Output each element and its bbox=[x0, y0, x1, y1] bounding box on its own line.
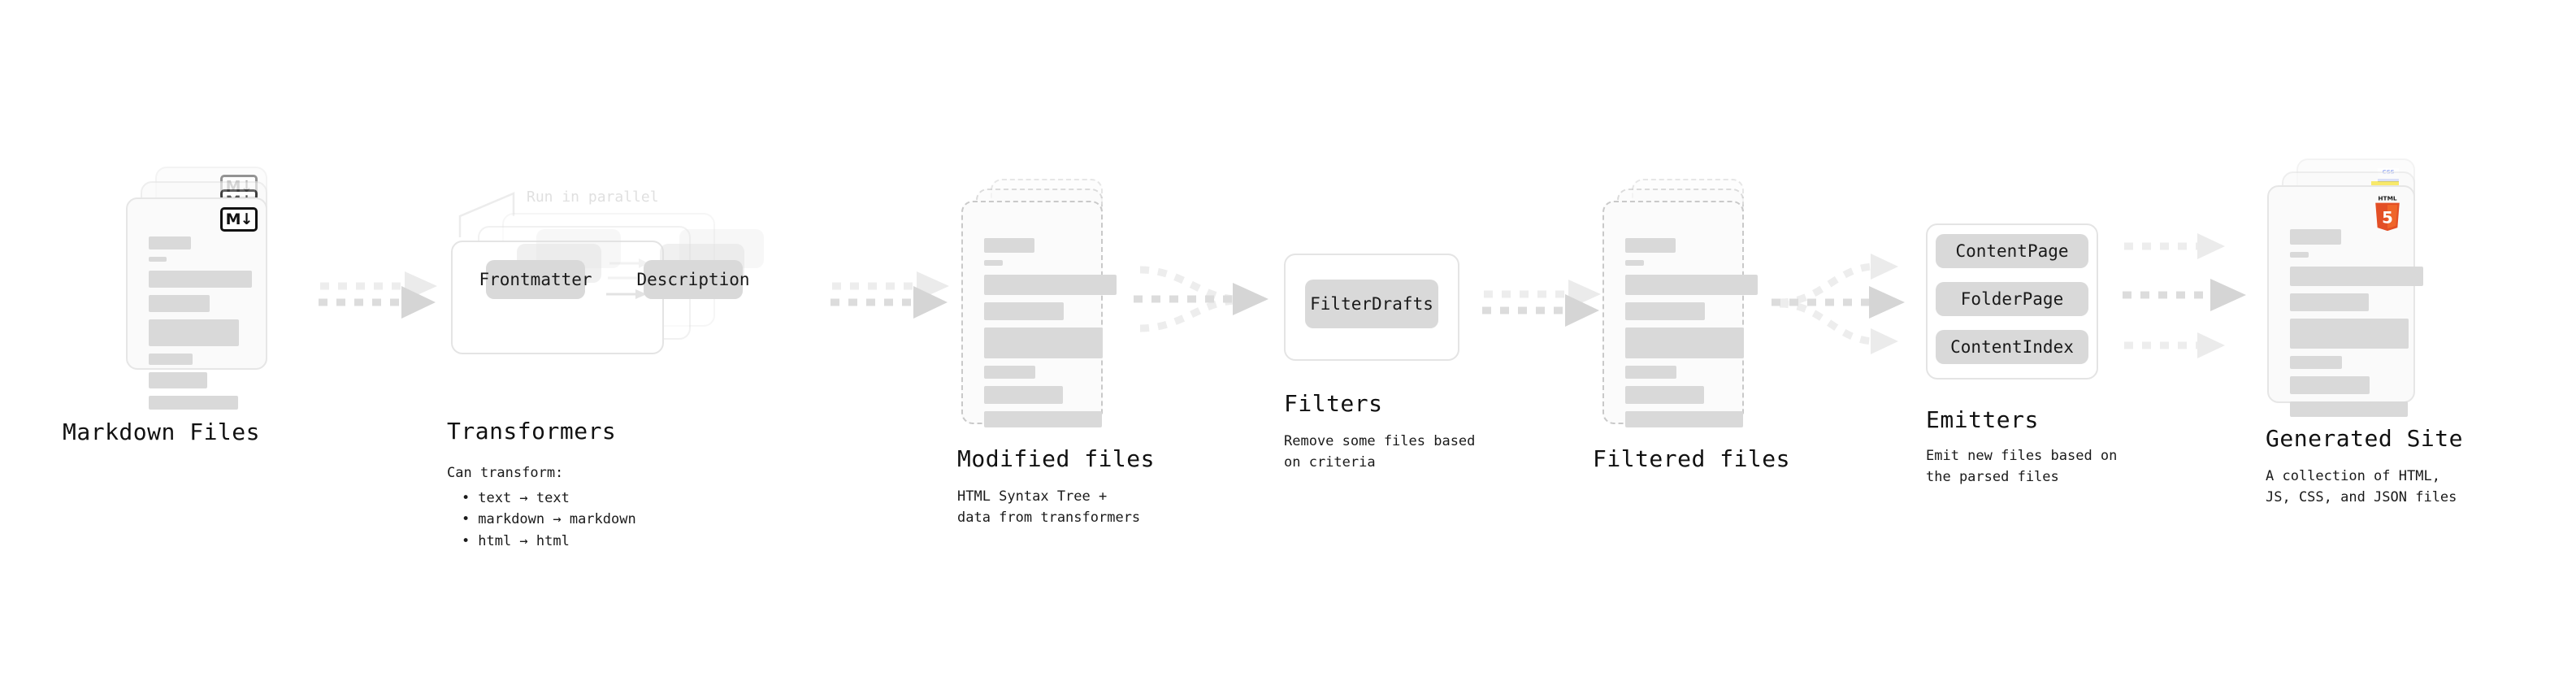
connector-filters-to-filtered bbox=[1482, 280, 1601, 327]
placeholder-line bbox=[149, 319, 239, 346]
placeholder-line bbox=[2290, 229, 2341, 245]
placeholder-line bbox=[2290, 319, 2409, 349]
placeholder-line bbox=[149, 396, 238, 410]
placeholder-line bbox=[149, 372, 207, 388]
list-item: html → html bbox=[462, 531, 636, 552]
placeholder-line bbox=[2290, 376, 2370, 394]
placeholder-line bbox=[984, 386, 1063, 404]
placeholder-line bbox=[1625, 275, 1758, 295]
svg-text:HTML: HTML bbox=[2378, 194, 2397, 202]
placeholder-line bbox=[2290, 252, 2309, 258]
placeholder-line bbox=[2290, 267, 2423, 286]
placeholder-line bbox=[984, 275, 1117, 295]
emitters-description: Emit new files based on the parsed files bbox=[1926, 448, 2118, 486]
placeholder-line bbox=[2290, 356, 2342, 369]
placeholder-line bbox=[984, 366, 1035, 379]
list-item: markdown → markdown bbox=[462, 509, 635, 530]
list-item: text → text bbox=[462, 488, 636, 509]
markdown-icon: M↓ bbox=[220, 207, 258, 232]
caption-markdown-files: Markdown Files bbox=[63, 419, 261, 445]
transformer-inner-arrows bbox=[606, 258, 648, 299]
transformers-description-title: Can transform: bbox=[447, 465, 564, 481]
site-card-front-html: HTML 5 bbox=[2267, 185, 2423, 417]
connector-transformers-to-modified bbox=[830, 271, 949, 319]
connector-filtered-to-emitters bbox=[1772, 254, 1905, 354]
connector-md-to-transformers bbox=[319, 271, 437, 319]
emitter-chip-contentpage[interactable]: ContentPage bbox=[1936, 234, 2088, 268]
modified-placeholder-lines bbox=[984, 238, 1117, 435]
caption-modified-files: Modified files bbox=[957, 445, 1156, 472]
filter-chip-filterdrafts[interactable]: FilterDrafts bbox=[1305, 280, 1438, 328]
placeholder-line bbox=[2290, 401, 2408, 417]
filtered-card-front bbox=[1602, 201, 1758, 427]
placeholder-line bbox=[984, 260, 1003, 266]
placeholder-line bbox=[149, 271, 252, 288]
caption-emitters: Emitters bbox=[1926, 406, 2039, 433]
run-in-parallel-bracket bbox=[458, 192, 515, 237]
transformer-chip-frontmatter[interactable]: Frontmatter bbox=[479, 260, 592, 299]
connector-modified-to-filters bbox=[1134, 266, 1268, 332]
filters-description: Remove some files based on criteria bbox=[1284, 433, 1476, 471]
placeholder-line bbox=[149, 236, 191, 249]
site-placeholder-lines bbox=[2290, 229, 2423, 424]
placeholder-line bbox=[149, 295, 210, 312]
svg-text:5: 5 bbox=[2382, 208, 2393, 227]
placeholder-line bbox=[1625, 411, 1743, 427]
generated-site-description: A collection of HTML, JS, CSS, and JSON … bbox=[2266, 468, 2457, 506]
placeholder-line bbox=[984, 327, 1103, 358]
placeholder-line bbox=[149, 257, 167, 262]
placeholder-line bbox=[1625, 327, 1744, 358]
run-in-parallel-label: Run in parallel bbox=[527, 189, 659, 206]
modified-card-front bbox=[961, 201, 1117, 427]
caption-transformers: Transformers bbox=[447, 418, 617, 445]
caption-filters: Filters bbox=[1284, 390, 1383, 417]
transformer-chip-description[interactable]: Description bbox=[636, 260, 750, 299]
filtered-placeholder-lines bbox=[1625, 238, 1758, 435]
placeholder-line bbox=[1625, 238, 1676, 253]
caption-generated-site: Generated Site bbox=[2266, 425, 2464, 452]
placeholder-line bbox=[1625, 302, 1705, 320]
caption-filtered-files: Filtered files bbox=[1593, 445, 1791, 472]
placeholder-line bbox=[984, 238, 1034, 253]
markdown-card-front: M↓ bbox=[126, 197, 267, 410]
placeholder-line bbox=[984, 411, 1102, 427]
transformers-bullet-list: text → text markdown → markdown html → h… bbox=[462, 488, 636, 552]
html5-logo-icon: HTML 5 bbox=[2371, 194, 2404, 232]
modified-files-description: HTML Syntax Tree + data from transformer… bbox=[957, 488, 1141, 527]
placeholder-line bbox=[149, 354, 193, 365]
markdown-placeholder-lines bbox=[149, 236, 252, 417]
placeholder-line bbox=[2290, 293, 2369, 311]
placeholder-line bbox=[1625, 366, 1676, 379]
emitter-chip-folderpage[interactable]: FolderPage bbox=[1936, 282, 2088, 316]
placeholder-line bbox=[1625, 260, 1644, 266]
placeholder-line bbox=[984, 302, 1064, 320]
placeholder-line bbox=[1625, 386, 1704, 404]
connector-emitters-to-site bbox=[2123, 233, 2246, 358]
emitter-chip-contentindex[interactable]: ContentIndex bbox=[1936, 330, 2088, 364]
